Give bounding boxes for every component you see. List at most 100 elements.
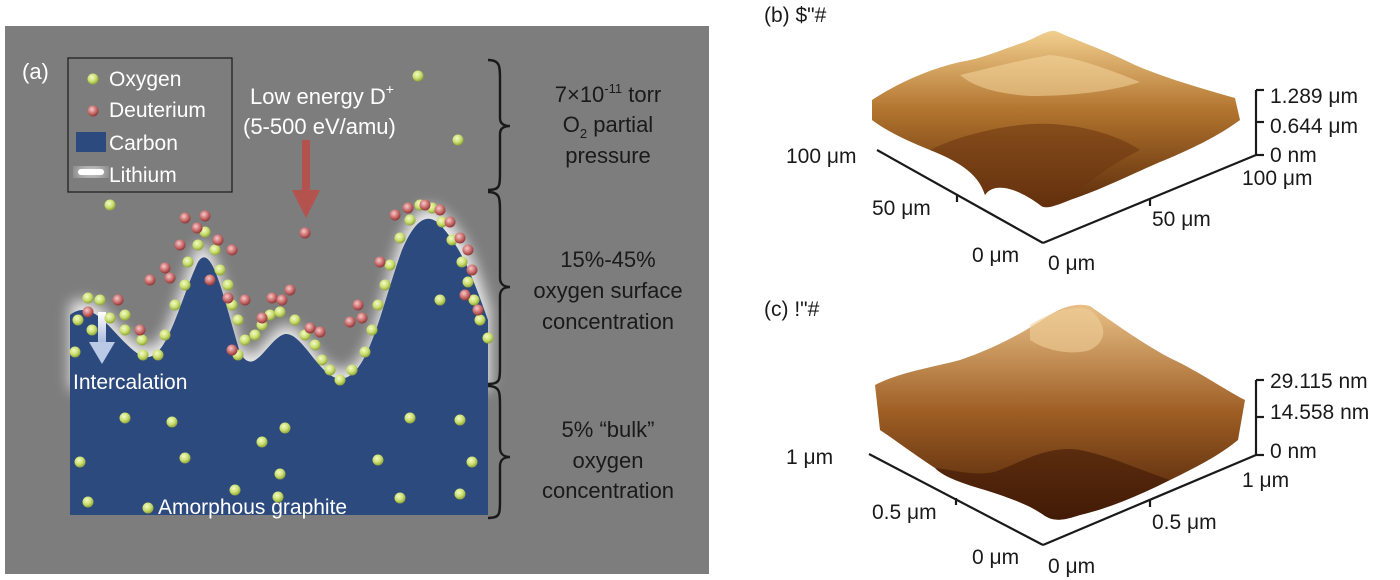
oxygen-atom xyxy=(454,488,466,500)
oxygen-atom xyxy=(232,314,244,326)
bracket-middle xyxy=(487,190,511,386)
oxygen-atom xyxy=(404,412,416,424)
oxygen-atom xyxy=(137,349,149,361)
deuterium-atom xyxy=(314,326,326,338)
deuterium-atom xyxy=(472,304,484,316)
oxygen-atom xyxy=(384,259,396,271)
x-tick-b-100: 100 μm xyxy=(786,145,856,168)
deuterium-atom xyxy=(226,344,238,356)
deuterium-atom xyxy=(212,234,224,246)
panel-c-label: (c) !"# xyxy=(764,298,820,321)
annotations: 7×10-11 torr O2 partial pressure 15%-45%… xyxy=(533,81,682,503)
oxygen-atom xyxy=(482,332,494,344)
oxygen-atom xyxy=(434,294,446,306)
oxygen-atom xyxy=(229,484,241,496)
deuterium-atom xyxy=(299,227,311,239)
oxygen-atom xyxy=(182,256,194,268)
x-tick-c-0: 0 μm xyxy=(972,546,1019,569)
oxygen-atom xyxy=(404,214,416,226)
oxygen-atom xyxy=(209,244,221,256)
oxygen-atom xyxy=(239,334,251,346)
oxygen-atom xyxy=(309,339,321,351)
z-tick-b-mid: 0.644 μm xyxy=(1270,115,1358,138)
deuterium-atom xyxy=(266,292,278,304)
carbon-legend-swatch xyxy=(76,132,106,152)
z-tick-b-top: 1.289 μm xyxy=(1270,85,1358,108)
afm-surface-b-highlight xyxy=(960,55,1140,96)
panel-c: (c) !"# 29.115 nm 14.558 nm 0 nm 0 μm 0.… xyxy=(764,298,1369,578)
x-tick-c-05: 0.5 μm xyxy=(872,501,937,524)
deuterium-atom xyxy=(444,216,456,228)
legend: Oxygen Deuterium Carbon Lithium xyxy=(67,57,233,193)
deuterium-legend-icon xyxy=(87,105,99,117)
bracket-top xyxy=(487,58,511,192)
oxygen-atom xyxy=(222,279,234,291)
z-tick-c-top: 29.115 nm xyxy=(1270,370,1368,393)
deuterium-atom xyxy=(276,294,288,306)
oxygen-atom xyxy=(462,276,474,288)
deuterium-atom xyxy=(374,256,386,268)
deuterium-atom xyxy=(222,292,234,304)
oxygen-atom xyxy=(142,502,154,514)
oxygen-atom xyxy=(436,216,448,228)
oxygen-atom xyxy=(82,496,94,508)
deuterium-atom xyxy=(239,294,251,306)
deuterium-atom xyxy=(199,210,211,222)
deuterium-atom xyxy=(434,204,446,216)
legend-carbon-label: Carbon xyxy=(109,132,178,155)
deuterium-atom xyxy=(284,284,296,296)
deuterium-atom xyxy=(256,312,268,324)
x-tick-b-0: 0 μm xyxy=(972,244,1019,267)
oxygen-atom xyxy=(214,264,226,276)
deuterium-atom xyxy=(191,222,203,234)
y-tick-b-50: 50 μm xyxy=(1152,208,1211,231)
deuterium-atom xyxy=(174,239,186,251)
deuterium-atom xyxy=(82,306,94,318)
oxygen-atom xyxy=(372,454,384,466)
deuterium-atom xyxy=(134,324,146,336)
deuterium-atom xyxy=(344,316,356,328)
deuterium-atom xyxy=(459,289,471,301)
y-tick-b-100: 100 μm xyxy=(1242,167,1312,190)
intercalation-arrow xyxy=(89,312,115,364)
deuterium-atom xyxy=(112,294,124,306)
deuterium-atom xyxy=(144,274,156,286)
legend-deuterium-label: Deuterium xyxy=(109,99,206,122)
annotation-top-line2: O2 partial xyxy=(563,112,653,141)
oxygen-atom xyxy=(104,199,116,211)
annotation-middle-line1: 15%-45% xyxy=(560,247,655,272)
deuterium-atom xyxy=(179,212,191,224)
oxygen-atom xyxy=(454,414,466,426)
oxygen-atom xyxy=(324,364,336,376)
y-tick-c-0: 0 μm xyxy=(1048,555,1095,578)
oxygen-atom xyxy=(334,374,346,386)
deuterium-atom xyxy=(389,209,401,221)
carbon-region xyxy=(70,218,488,515)
panel-b-label: (b) $"# xyxy=(764,4,827,27)
annotation-top-line1: 7×10-11 torr xyxy=(555,81,662,107)
oxygen-atom xyxy=(394,232,406,244)
deuterium-atom xyxy=(204,274,216,286)
amorphous-graphite-label: Amorphous graphite xyxy=(158,496,347,519)
oxygen-atom xyxy=(119,412,131,424)
x-tick-c-1: 1 μm xyxy=(786,446,833,469)
oxygen-atom xyxy=(249,329,261,341)
oxygen-atom xyxy=(136,334,148,346)
oxygen-atom xyxy=(74,456,86,468)
deuterium-atom xyxy=(304,322,316,334)
z-tick-b-bottom: 0 nm xyxy=(1270,144,1317,167)
oxygen-atom xyxy=(452,134,464,146)
oxygen-atom xyxy=(72,314,84,326)
y-tick-c-05: 0.5 μm xyxy=(1152,511,1217,534)
beam-label-line2: (5-500 eV/amu) xyxy=(243,114,396,139)
brackets xyxy=(487,58,511,520)
deuterium-atom xyxy=(226,244,238,256)
panel-a: Oxygen Deuterium Carbon Lithium (a) Low … xyxy=(5,26,709,574)
oxygen-atom xyxy=(166,416,178,428)
oxygen-atom xyxy=(394,492,406,504)
oxygen-atom xyxy=(159,329,171,341)
oxygen-atom xyxy=(94,294,106,306)
oxygen-atom xyxy=(474,314,486,326)
oxygen-atom xyxy=(274,306,286,318)
